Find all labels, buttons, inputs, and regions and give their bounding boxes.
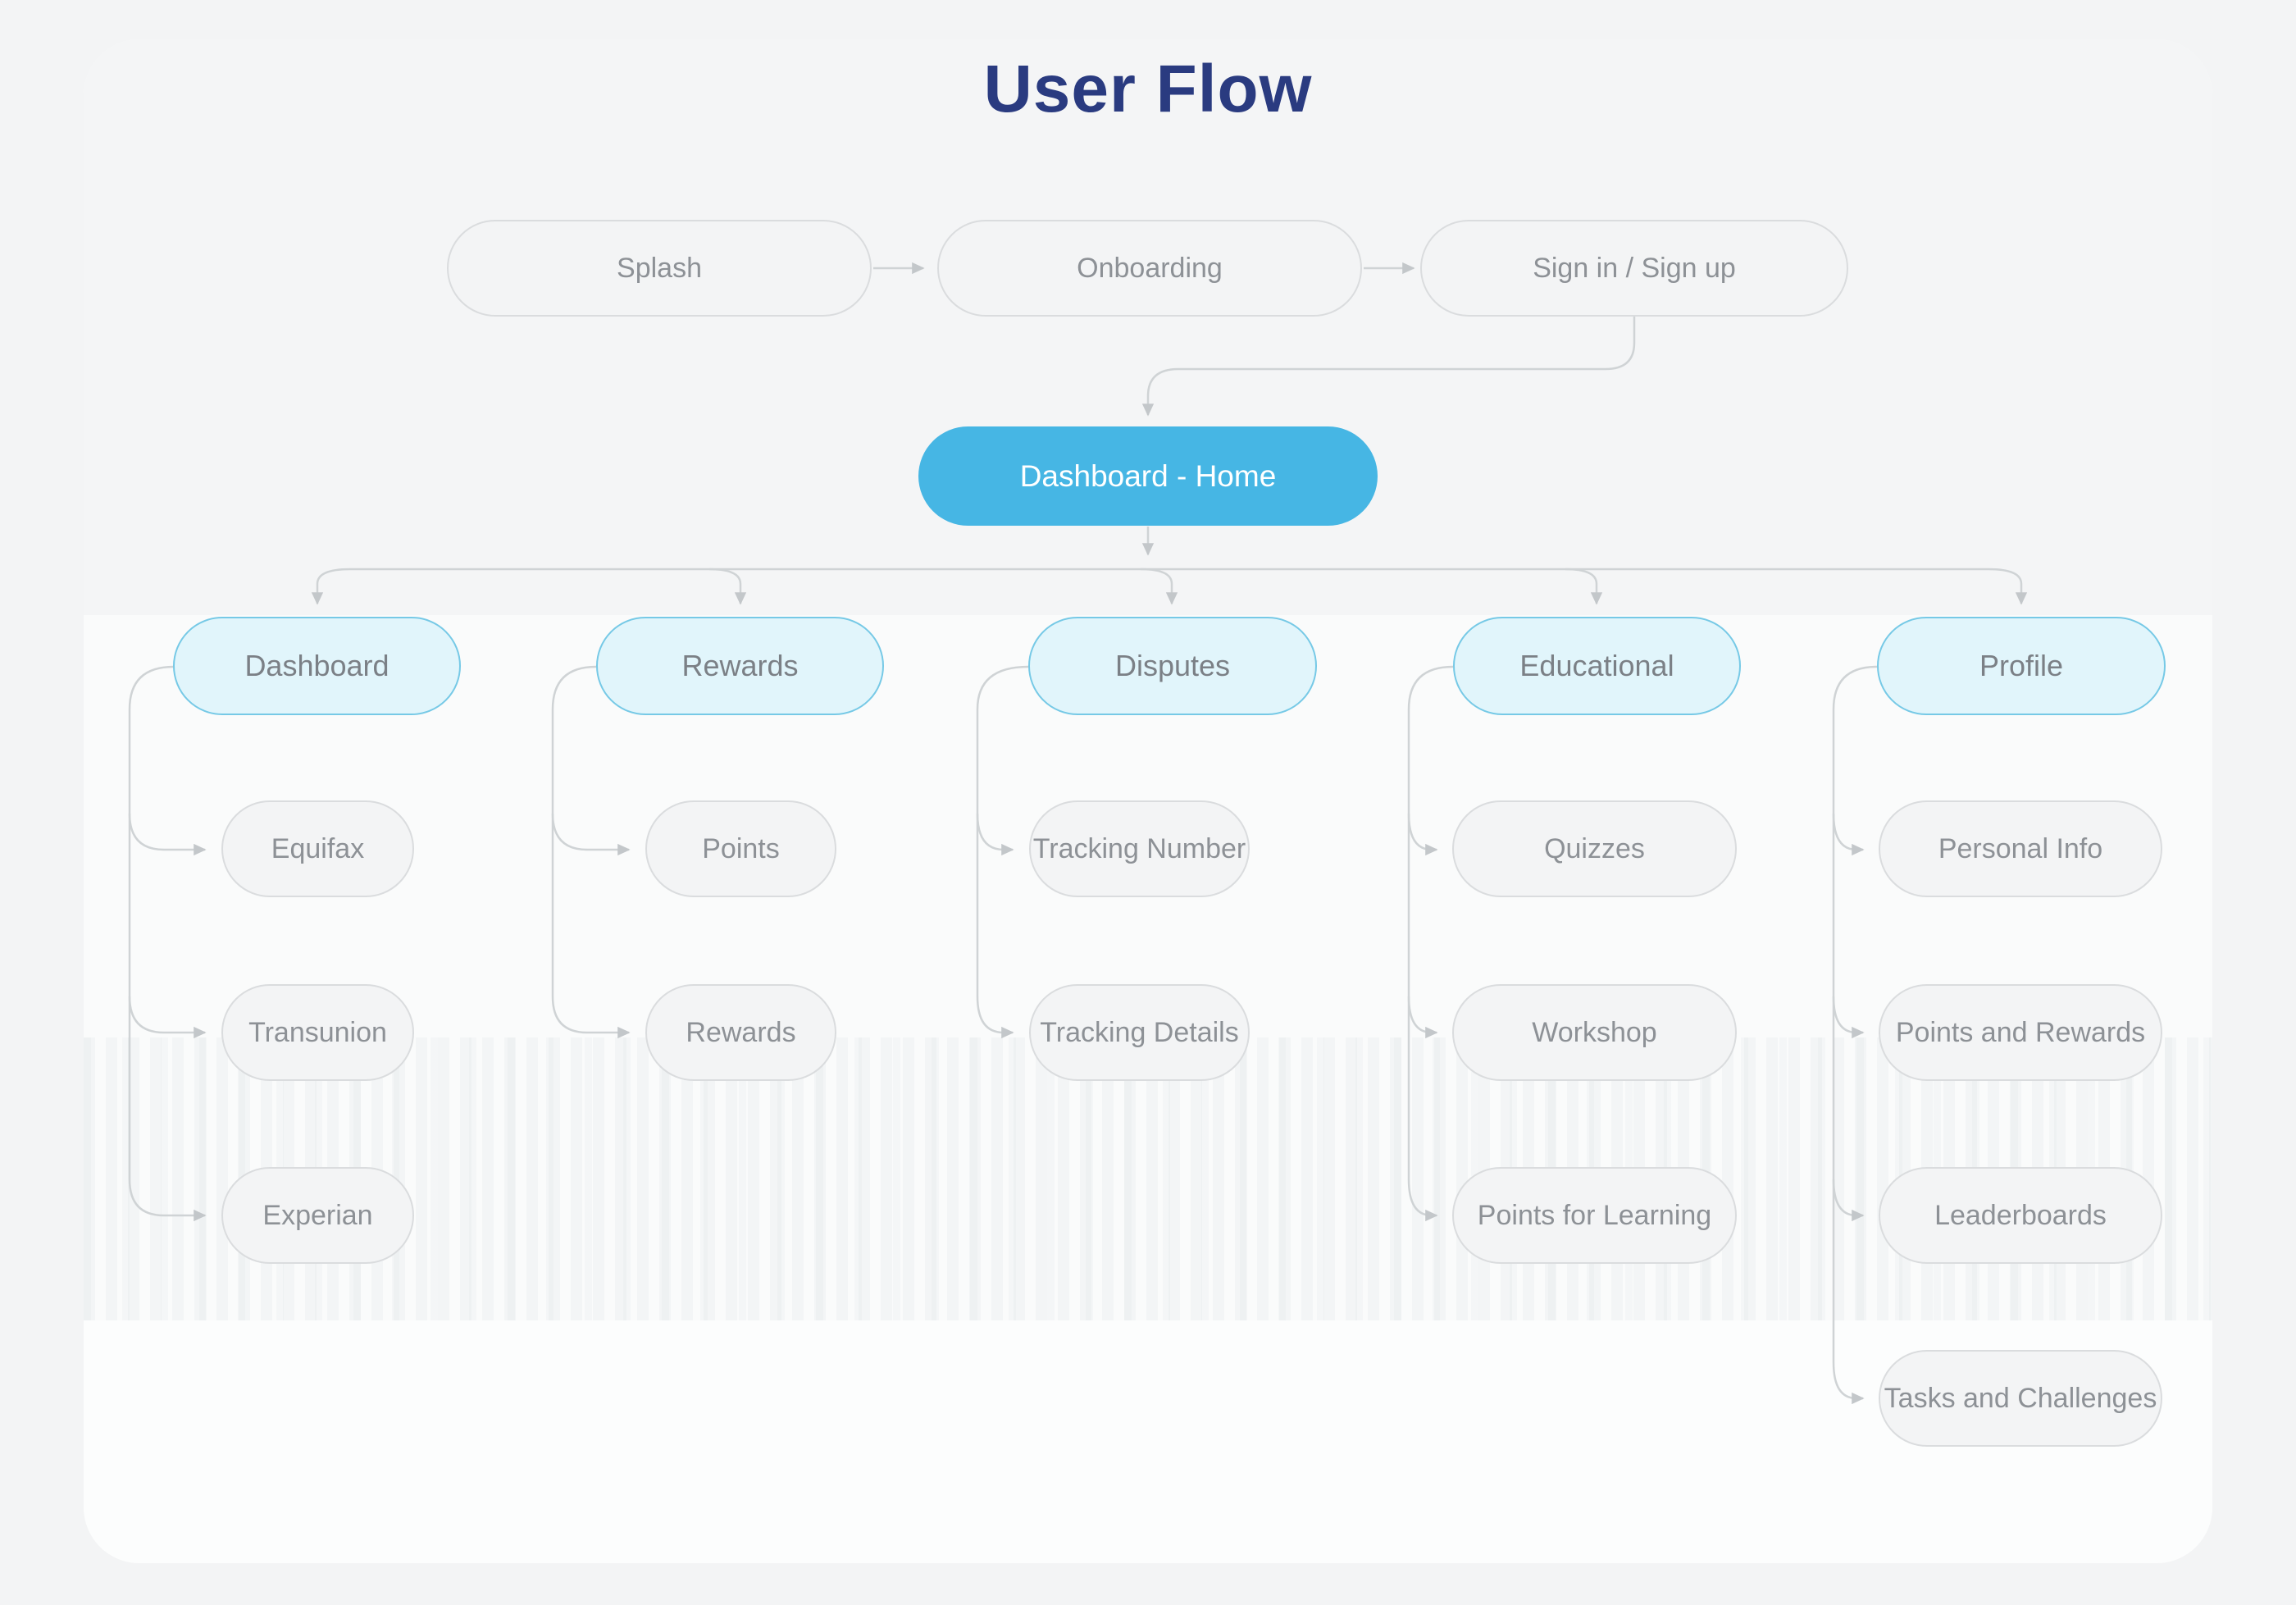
node-rewards[interactable]: Rewards (596, 617, 884, 715)
arrow-bus-to-profile (1988, 568, 2028, 605)
node-points-for-learning[interactable]: Points for Learning (1452, 1167, 1737, 1264)
node-tasks-and-challenges[interactable]: Tasks and Challenges (1879, 1350, 2162, 1447)
node-disputes[interactable]: Disputes (1028, 617, 1317, 715)
node-transunion[interactable]: Transunion (221, 984, 414, 1081)
node-dashboard[interactable]: Dashboard (173, 617, 461, 715)
trunk-profile-to-tasks-and-challenges (1832, 665, 1878, 1405)
branch-educational-to-quizzes (1407, 813, 1438, 856)
branch-disputes-to-tracking-number (976, 813, 1014, 856)
branch-profile-to-personal-info (1832, 813, 1865, 856)
branch-educational-to-workshop (1407, 996, 1438, 1039)
node-personal-info[interactable]: Personal Info (1879, 800, 2162, 897)
node-tracking-number[interactable]: Tracking Number (1029, 800, 1250, 897)
node-experian[interactable]: Experian (221, 1167, 414, 1264)
background-bottom-band (84, 1320, 2212, 1563)
arrow-bus-to-disputes (1140, 568, 1178, 605)
node-rewards-child[interactable]: Rewards (645, 984, 836, 1081)
branch-dashboard-to-equifax (128, 813, 207, 856)
trunk-disputes-to-tracking-details (976, 665, 1029, 1039)
arrow-bus-to-dashboard (311, 568, 351, 605)
background-watermark-stripes (84, 1037, 2212, 1320)
trunk-dashboard-to-experian (128, 665, 207, 1222)
node-quizzes[interactable]: Quizzes (1452, 800, 1737, 897)
node-tracking-details[interactable]: Tracking Details (1029, 984, 1250, 1081)
node-sign-in-sign-up[interactable]: Sign in / Sign up (1420, 220, 1848, 317)
page-title: User Flow (983, 52, 1313, 126)
node-educational[interactable]: Educational (1453, 617, 1741, 715)
node-points[interactable]: Points (645, 800, 836, 897)
node-equifax[interactable]: Equifax (221, 800, 414, 897)
node-onboarding[interactable]: Onboarding (937, 220, 1362, 317)
node-points-and-rewards[interactable]: Points and Rewards (1879, 984, 2162, 1081)
branch-rewards-to-points (551, 813, 631, 856)
branch-profile-to-leaderboards (1832, 1179, 1865, 1222)
node-leaderboards[interactable]: Leaderboards (1879, 1167, 2162, 1264)
node-dashboard-home[interactable]: Dashboard - Home (918, 426, 1378, 526)
branch-profile-to-points-and-rewards (1832, 996, 1865, 1039)
node-workshop[interactable]: Workshop (1452, 984, 1737, 1081)
node-splash[interactable]: Splash (447, 220, 872, 317)
trunk-rewards-to-rewards-child (551, 665, 631, 1039)
trunk-educational-to-points-for-learning (1407, 665, 1454, 1222)
arrow-signin-to-home (1141, 317, 1636, 417)
arrow-bus-to-rewards (708, 568, 747, 605)
arrow-bus-to-educational (1565, 568, 1603, 605)
node-profile[interactable]: Profile (1877, 617, 2166, 715)
branch-dashboard-to-transunion (128, 996, 207, 1039)
